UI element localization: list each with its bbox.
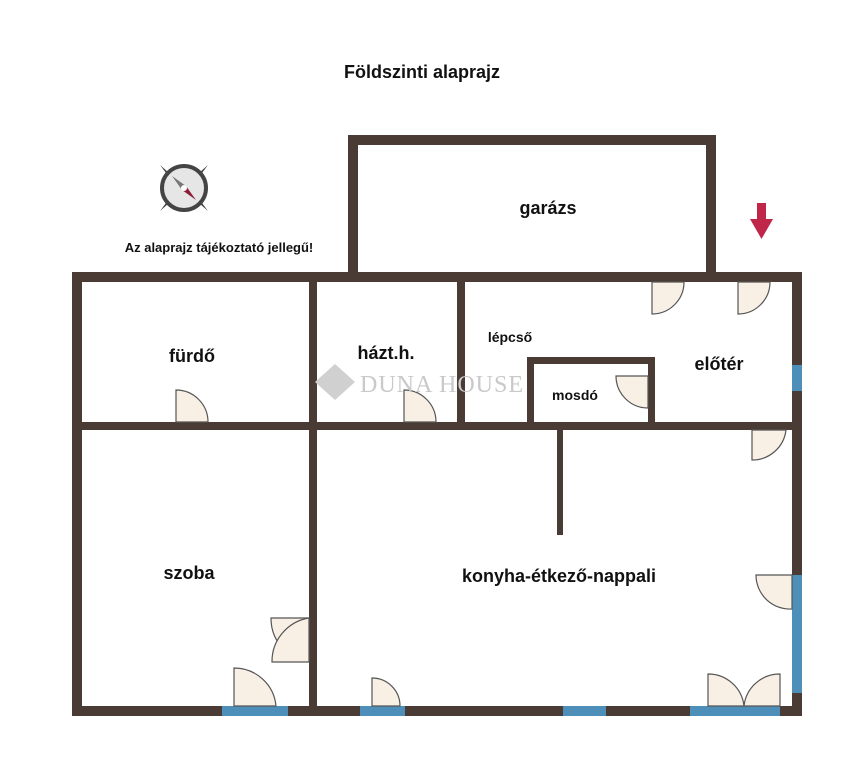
room-label-hall: előtér	[694, 354, 743, 374]
plan-title: Földszinti alaprajz	[344, 62, 500, 82]
doors	[175, 281, 793, 707]
windows	[222, 365, 802, 716]
room-label-living: konyha-étkező-nappali	[462, 566, 656, 586]
compass-icon	[160, 164, 208, 212]
room-label-bedroom: szoba	[163, 563, 215, 583]
entrance-arrow-icon	[750, 203, 773, 239]
room-label-garage: garázs	[519, 198, 576, 218]
walls	[72, 135, 802, 716]
room-label-bathroom: fürdő	[169, 346, 215, 366]
room-label-utility: házt.h.	[358, 343, 415, 363]
room-label-toilet: mosdó	[552, 387, 598, 403]
room-label-stairs: lépcső	[488, 329, 532, 345]
duna-house-logo-icon: DUNA HOUSE	[315, 364, 524, 400]
watermark-text: DUNA HOUSE	[360, 372, 524, 398]
disclaimer-note: Az alaprajz tájékoztató jellegű!	[125, 240, 314, 255]
